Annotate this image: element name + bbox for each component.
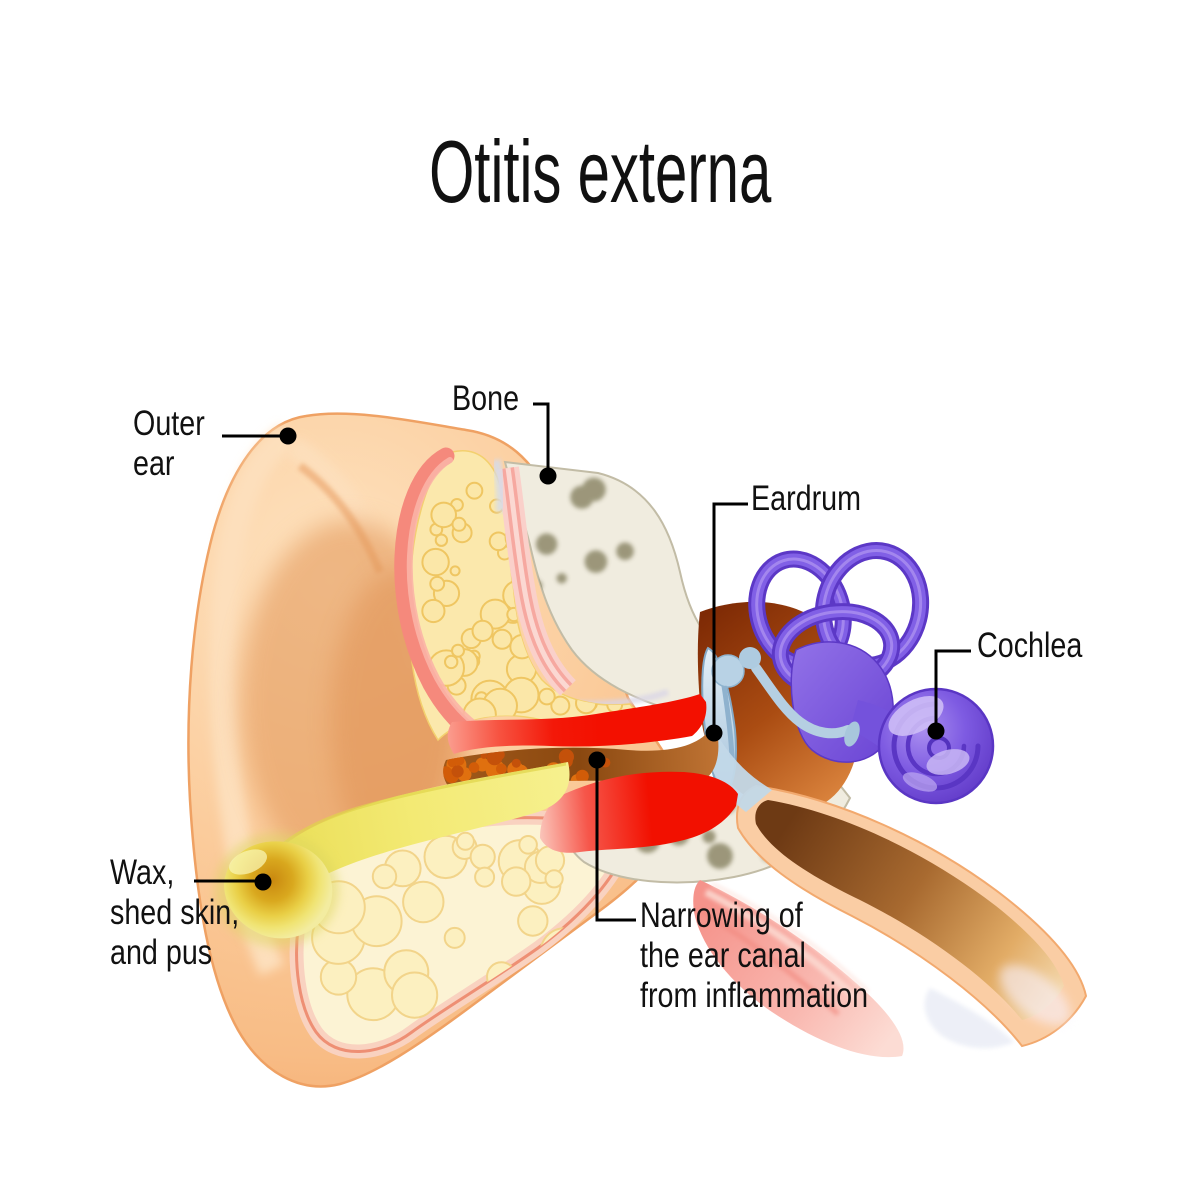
canal-entrance-tissue [491,460,568,688]
label-wax-line1: Wax, [110,853,175,892]
leader-bone [533,402,557,485]
label-outer-ear-line2: ear [133,444,175,483]
diagram-title: Otitis externa [0,128,1200,216]
malleus-head [711,654,745,688]
label-narrowing-line1: Narrowing of [640,896,803,935]
incus [739,647,761,669]
stapes [844,721,860,747]
tube-glaze [999,964,1071,1026]
diagram-title-text: Otitis externa [428,122,772,221]
bone-upper [504,461,776,717]
leader-cochlea [927,649,971,740]
tube-tip-highlight [924,988,1014,1049]
label-wax-line2: shed skin, [110,893,240,932]
label-bone: Bone [452,379,519,419]
label-narrowing-line3: from inflammation [640,976,869,1015]
label-outer-ear: Outer ear [133,404,205,484]
label-eardrum: Eardrum [751,479,861,519]
leader-eardrum [705,502,748,742]
malleus-handle [721,685,735,759]
wax-discharge [215,762,570,947]
label-bone-text: Bone [452,379,520,418]
label-narrowing: Narrowing of the ear canal from inflamma… [640,896,868,1016]
label-eardrum-text: Eardrum [751,479,862,518]
label-wax: Wax, shed skin, and pus [110,853,239,973]
eardrum-membrane [701,647,772,812]
leader-narrowing [588,751,636,922]
label-cochlea: Cochlea [977,626,1082,666]
label-wax-line3: and pus [110,933,213,972]
label-cochlea-text: Cochlea [977,626,1083,665]
eustachian-tube [735,785,1087,1049]
leader-lines [194,402,971,922]
leader-wax [194,873,272,891]
throat-muscle [693,880,904,1058]
ossicles [756,668,860,747]
label-outer-ear-line1: Outer [133,404,205,443]
label-narrowing-line2: the ear canal [640,936,806,975]
leader-outer-ear [222,427,297,445]
